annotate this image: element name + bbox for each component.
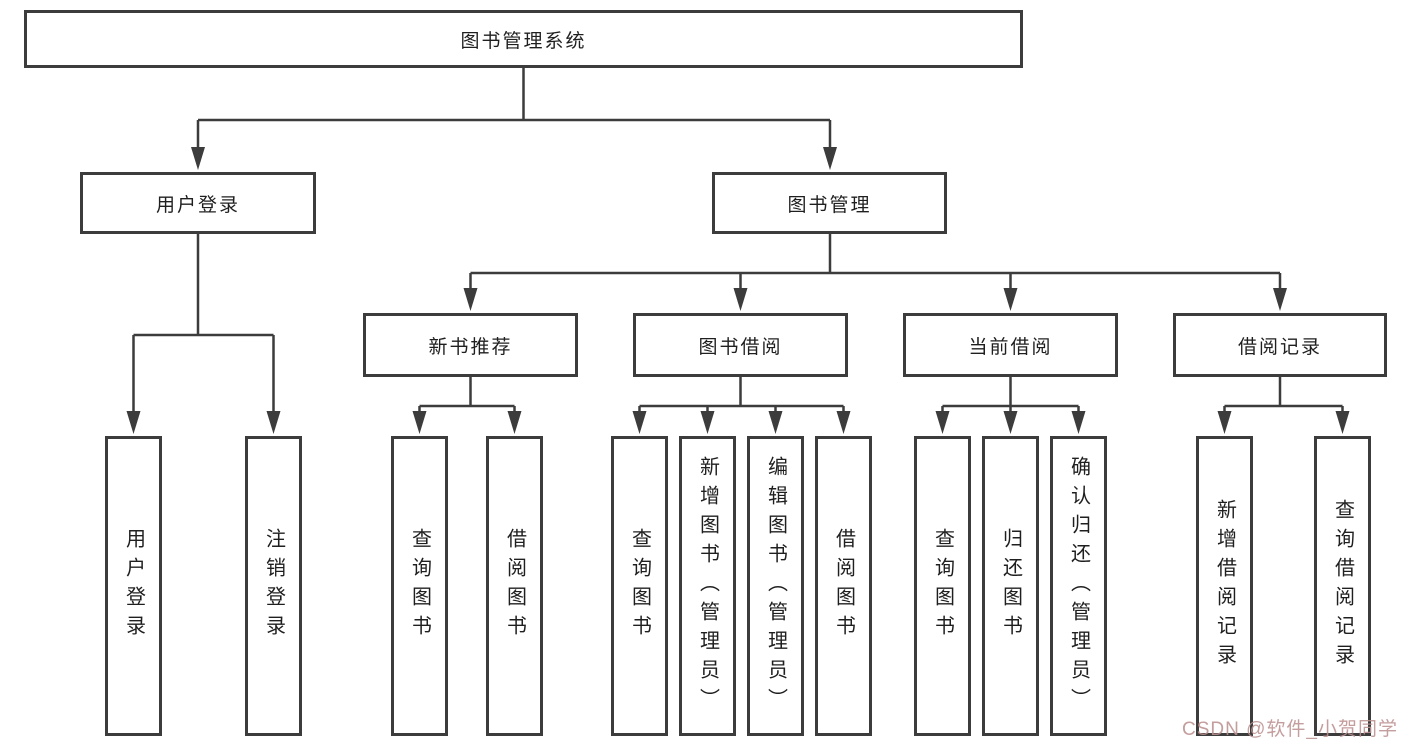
leaf-edit-book-admin: 编辑图书（管理员） (747, 436, 804, 736)
node-label: 查询图书 (931, 528, 954, 644)
node-label: 借阅图书 (503, 528, 526, 644)
node-user-login: 用户登录 (80, 172, 316, 234)
node-label: 借阅图书 (832, 528, 855, 644)
node-label: 借阅记录 (1237, 336, 1322, 358)
leaf-borrow-books-borrowing: 借阅图书 (815, 436, 872, 736)
leaf-query-books-recommend: 查询图书 (391, 436, 448, 736)
node-label: 查询借阅记录 (1331, 499, 1354, 673)
node-label: 用户登录 (122, 528, 145, 644)
node-library-management-system: 图书管理系统 (24, 10, 1023, 68)
node-label: 当前借阅 (968, 336, 1053, 358)
node-current-borrowing: 当前借阅 (903, 313, 1118, 377)
leaf-return-book: 归还图书 (982, 436, 1039, 736)
node-label: 图书管理 (787, 194, 872, 216)
leaf-query-books-current: 查询图书 (914, 436, 971, 736)
node-label: 查询图书 (408, 528, 431, 644)
node-book-management: 图书管理 (712, 172, 947, 234)
node-label: 新增借阅记录 (1213, 499, 1236, 673)
leaf-user-login: 用户登录 (105, 436, 162, 736)
node-label: 新增图书（管理员） (696, 455, 719, 717)
node-new-book-recommendation: 新书推荐 (363, 313, 578, 377)
node-label: 确认归还（管理员） (1067, 455, 1090, 717)
node-label: 新书推荐 (428, 336, 513, 358)
csdn-watermark: CSDN @软件_小贺同学 (1182, 719, 1398, 740)
node-label: 归还图书 (999, 528, 1022, 644)
node-label: 编辑图书（管理员） (764, 455, 787, 717)
node-label: 查询图书 (628, 528, 651, 644)
leaf-add-borrow-record: 新增借阅记录 (1196, 436, 1253, 736)
node-label: 用户登录 (155, 194, 240, 216)
node-book-borrowing: 图书借阅 (633, 313, 848, 377)
leaf-logout: 注销登录 (245, 436, 302, 736)
leaf-confirm-return-admin: 确认归还（管理员） (1050, 436, 1107, 736)
leaf-query-books-borrowing: 查询图书 (611, 436, 668, 736)
leaf-query-borrow-record: 查询借阅记录 (1314, 436, 1371, 736)
leaf-add-book-admin: 新增图书（管理员） (679, 436, 736, 736)
node-label: 图书借阅 (698, 336, 783, 358)
node-borrowing-records: 借阅记录 (1173, 313, 1387, 377)
node-label: 图书管理系统 (460, 30, 587, 52)
arrowheads (126, 147, 1350, 434)
leaf-borrow-books-recommend: 借阅图书 (486, 436, 543, 736)
node-label: 注销登录 (262, 528, 285, 644)
